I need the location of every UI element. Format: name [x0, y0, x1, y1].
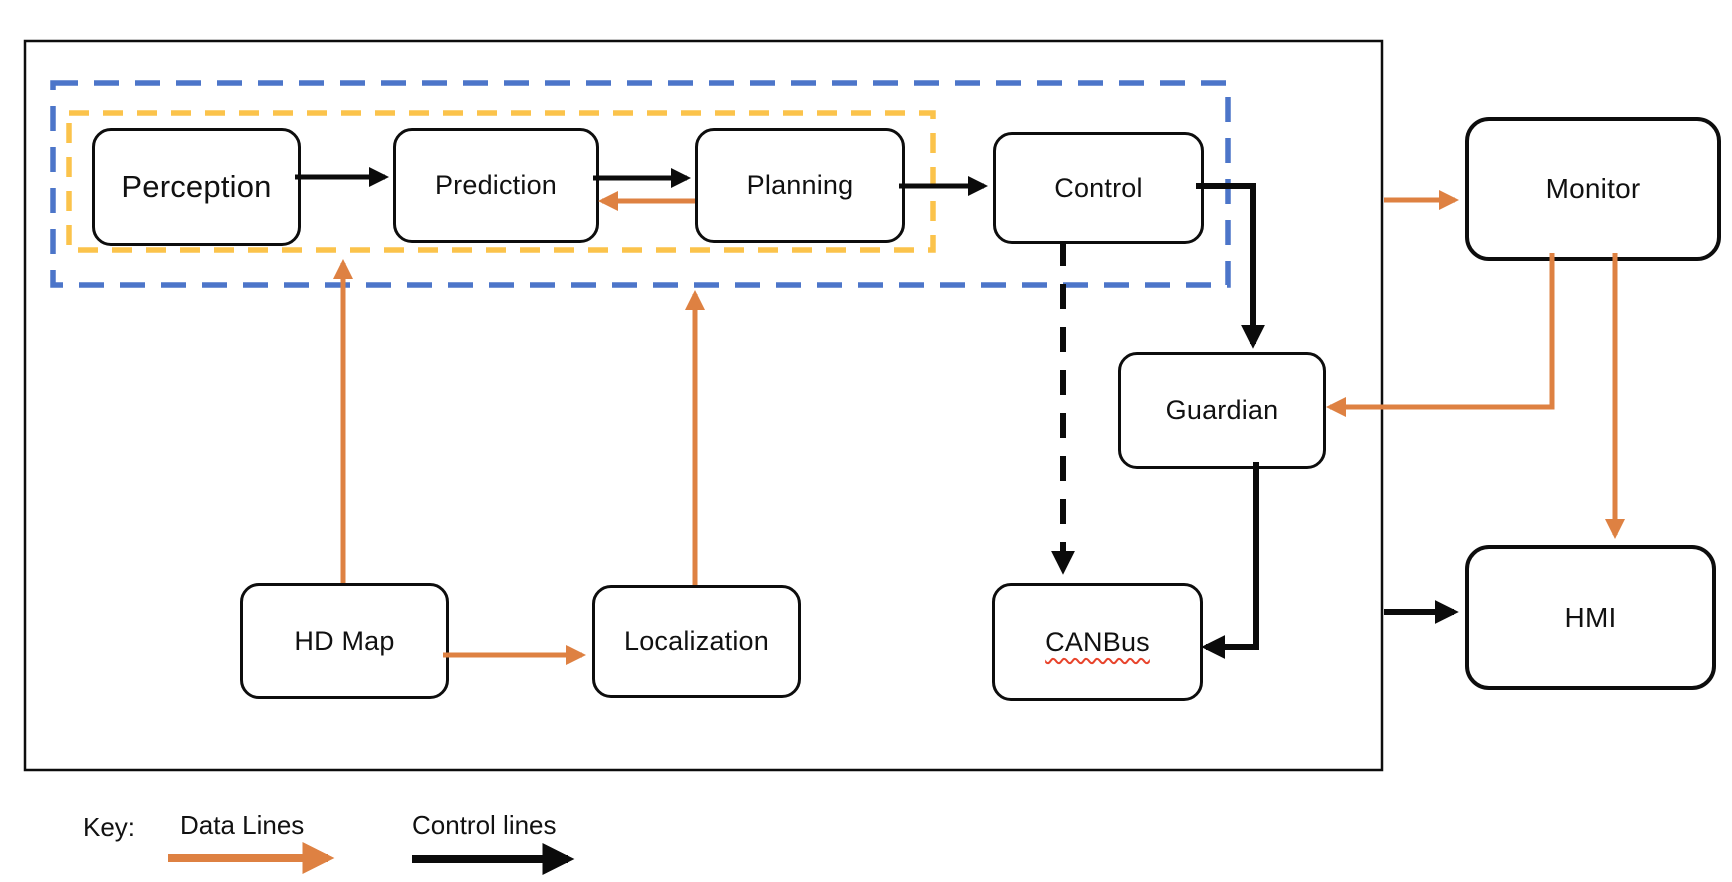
node-monitor-label: Monitor	[1545, 173, 1641, 204]
legend-title: Key:	[83, 812, 136, 842]
node-canbus: CANBus	[992, 583, 1203, 701]
node-canbus-label: CANBus	[1045, 626, 1150, 657]
edge-monitor-to-guardian	[1326, 253, 1555, 417]
node-control-label: Control	[1054, 172, 1143, 203]
node-perception-label: Perception	[121, 169, 272, 204]
node-perception: Perception	[92, 128, 301, 246]
node-guardian: Guardian	[1118, 352, 1326, 469]
node-hmi: HMI	[1465, 545, 1716, 690]
node-planning: Planning	[695, 128, 905, 243]
node-localization-label: Localization	[624, 626, 769, 656]
edge-control-to-guardian	[1196, 183, 1265, 349]
node-prediction-label: Prediction	[434, 170, 558, 200]
node-localization: Localization	[592, 585, 801, 698]
node-planning-label: Planning	[746, 170, 854, 200]
node-hmi-label: HMI	[1564, 601, 1617, 633]
edge-guardian-to-canbus	[1201, 462, 1259, 659]
node-monitor: Monitor	[1465, 117, 1721, 261]
node-prediction: Prediction	[393, 128, 599, 243]
node-hdmap: HD Map	[240, 583, 449, 699]
legend-data-lines-label: Data Lines	[180, 810, 305, 840]
node-guardian-label: Guardian	[1165, 395, 1279, 425]
legend-control-lines-label: Control lines	[412, 810, 557, 840]
node-control: Control	[993, 132, 1204, 244]
node-hdmap-label: HD Map	[294, 625, 395, 656]
